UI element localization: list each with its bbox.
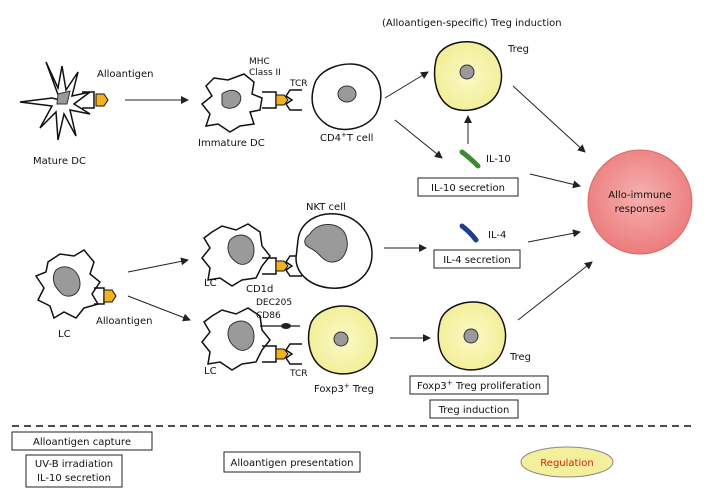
legend-uvb-box (25, 454, 123, 488)
alloantigen-left-label: Alloantigen (96, 316, 153, 327)
allo-immune-label-line1: Allo-immune (608, 190, 671, 201)
foxp3-proliferation-box (409, 375, 549, 395)
mhc-tcr-complex-bottom (262, 343, 302, 365)
tcr-bottom-label: TCR (289, 369, 308, 379)
lc-left-label: LC (58, 329, 71, 340)
tcr-top-label: TCR (289, 79, 308, 89)
il4-molecule (459, 223, 479, 243)
cd4-t-cell-label: CD4+T cell (320, 131, 373, 144)
class-ii-label: Class II (249, 68, 281, 78)
mature-dc-label: Mature DC (33, 156, 86, 167)
lc-left-cell (34, 249, 102, 320)
alloantigen-top-receptor (82, 91, 109, 109)
cd4-t-cell (311, 63, 382, 131)
treg-induction-box (429, 399, 519, 419)
dec205-label: DEC205 (256, 298, 292, 308)
lc-bottom-cell (201, 307, 271, 371)
foxp3-treg-cell (307, 305, 378, 375)
treg-top-label: Treg (507, 44, 529, 55)
foxp3-proliferation-label: Foxp3+ Treg proliferation (417, 379, 541, 392)
alloantigen-top-label: Alloantigen (97, 69, 154, 80)
il4-secretion-box (433, 249, 521, 269)
il10-molecule (459, 149, 481, 169)
mhc-tcr-complex-top (262, 89, 302, 111)
il10-secretion-box (417, 177, 519, 197)
foxp3-treg-label: Foxp3+ Treg (314, 382, 374, 395)
immature-dc-cell (200, 73, 263, 133)
legend-presentation-box (223, 451, 361, 473)
il10-secretion-label: IL-10 secretion (431, 183, 505, 194)
treg-induction-label: Treg induction (438, 405, 510, 416)
legend-capture-label: Alloantigen capture (33, 437, 131, 448)
cd1d-label: CD1d (246, 284, 273, 295)
arrow-lc-to-bottom (127, 295, 191, 322)
nkt-cell (295, 213, 373, 289)
il4-label: IL-4 (488, 230, 506, 241)
cd1d-nkt-complex (262, 255, 302, 277)
dec205-cd86-costim (260, 323, 300, 329)
immature-dc-label: Immature DC (198, 138, 265, 149)
nkt-cell-label: NKT cell (306, 202, 346, 213)
arrow-cd4-to-il10 (394, 119, 443, 159)
arrow-il10-to-allo (529, 173, 581, 189)
treg-right-cell (437, 301, 507, 371)
legend-capture-box (11, 431, 153, 451)
lc-middle-label: LC (204, 278, 217, 289)
allo-immune-label-line2: responses (615, 204, 666, 215)
lc-middle-cell (201, 223, 271, 287)
legend-presentation-label: Alloantigen presentation (231, 458, 354, 469)
alloantigen-left-receptor (94, 287, 117, 305)
il10-label: IL-10 (486, 154, 511, 165)
treg-right-label: Treg (509, 352, 531, 363)
legend-uvb-line2: IL-10 secretion (37, 473, 111, 484)
cd86-label: CD86 (256, 311, 281, 321)
arrow-cd4-to-treg (384, 71, 429, 99)
mature-dc-cell (19, 61, 91, 141)
arrow-lc-to-middle (127, 257, 189, 273)
lc-bottom-label: LC (204, 366, 217, 377)
allo-immune-responses: Allo-immune responses (587, 149, 693, 255)
mhc-label: MHC (249, 57, 270, 67)
treg-induction-title: (Alloantigen-specific) Treg induction (382, 18, 562, 29)
legend-regulation-label: Regulation (540, 458, 593, 469)
arrow-il4-to-allo (527, 229, 581, 243)
treg-top-cell (433, 40, 503, 112)
arrow-treg-to-allo (512, 85, 586, 153)
arrow-treg-right-to-allo (517, 261, 593, 321)
legend-regulation-ellipse (520, 446, 614, 478)
il4-secretion-label: IL-4 secretion (443, 255, 511, 266)
legend-uvb-line1: UV-B irradiation (35, 459, 113, 470)
